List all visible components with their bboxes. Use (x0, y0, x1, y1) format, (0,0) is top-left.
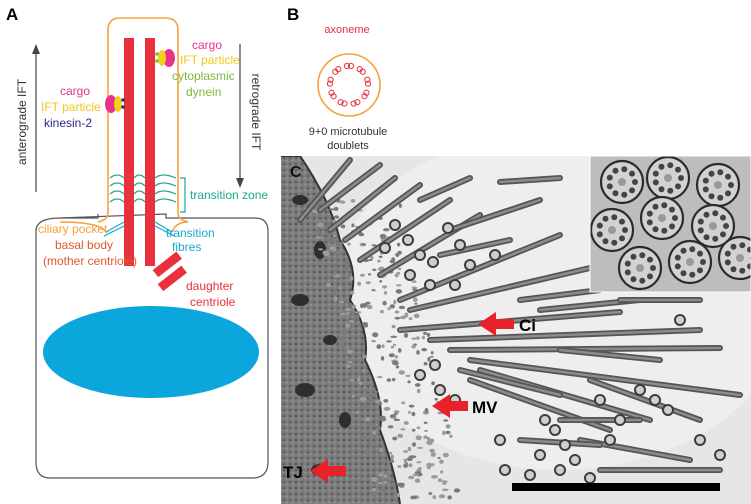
doublets-label-line1: 9+0 microtubule (309, 126, 388, 138)
panel-c-micrograph (281, 156, 751, 504)
dynein-label-line1: cytoplasmic (172, 69, 235, 83)
ci-label: Ci (519, 316, 536, 335)
nucleus (43, 306, 259, 398)
retrograde-ift-complex (155, 49, 175, 67)
anterograde-ift-complex (105, 95, 125, 113)
axoneme-inset (590, 156, 751, 292)
ciliary-pocket-shape (59, 221, 189, 233)
cilia-cross-sections (379, 219, 726, 484)
microtubule-left (124, 38, 134, 266)
panel-c-letter: C (290, 164, 302, 181)
basal-body-label-line2: (mother centriole) (43, 254, 137, 268)
panel-b: B axoneme 9+0 microtubule doublets (287, 5, 387, 152)
anterograde-label: anterograde IFT (15, 78, 29, 165)
transition-zone-links (109, 174, 177, 203)
left-ift-label: IFT particle (41, 100, 101, 114)
doublets-label-line2: doublets (327, 140, 369, 152)
right-ift-label: IFT particle (180, 53, 240, 67)
daughter-centriole (152, 251, 187, 292)
cilium-membrane (97, 17, 189, 223)
retrograde-arrow (236, 44, 244, 188)
anterograde-arrow (32, 44, 40, 192)
panel-b-letter: B (287, 5, 299, 24)
tj-label: TJ (283, 463, 303, 482)
transition-zone-bracket (180, 177, 186, 213)
mv-label: MV (472, 398, 498, 417)
basal-body-label-line1: basal body (55, 238, 113, 252)
ci-arrow (478, 312, 514, 336)
microtubule-doublet-ring (326, 62, 372, 107)
microvilli-field (311, 198, 461, 502)
panel-a: A (6, 5, 269, 479)
transition-fibres-lines (103, 221, 175, 237)
transition-zone-label: transition zone (190, 188, 268, 202)
retrograde-label: retrograde IFT (249, 74, 263, 151)
transition-fibres-label-line1: transition (166, 226, 215, 240)
tj-arrow (310, 459, 346, 483)
left-cargo-label: cargo (60, 84, 90, 98)
daughter-centriole-label-line2: centriole (190, 295, 236, 309)
ciliary-pocket-label: ciliary pocket (38, 222, 108, 236)
dynein-label-line2: dynein (186, 85, 221, 99)
right-cargo-label: cargo (192, 38, 222, 52)
kinesin-label: kinesin-2 (44, 116, 92, 130)
epithelial-cell-region (281, 156, 400, 504)
microtubule-right (145, 38, 155, 266)
axoneme-label: axoneme (324, 24, 369, 36)
daughter-centriole-label-line1: daughter (186, 279, 233, 293)
transition-fibres-label-line2: fibres (172, 240, 201, 254)
mv-arrow (432, 394, 468, 418)
panel-a-letter: A (6, 5, 18, 24)
scale-bar (512, 483, 720, 491)
